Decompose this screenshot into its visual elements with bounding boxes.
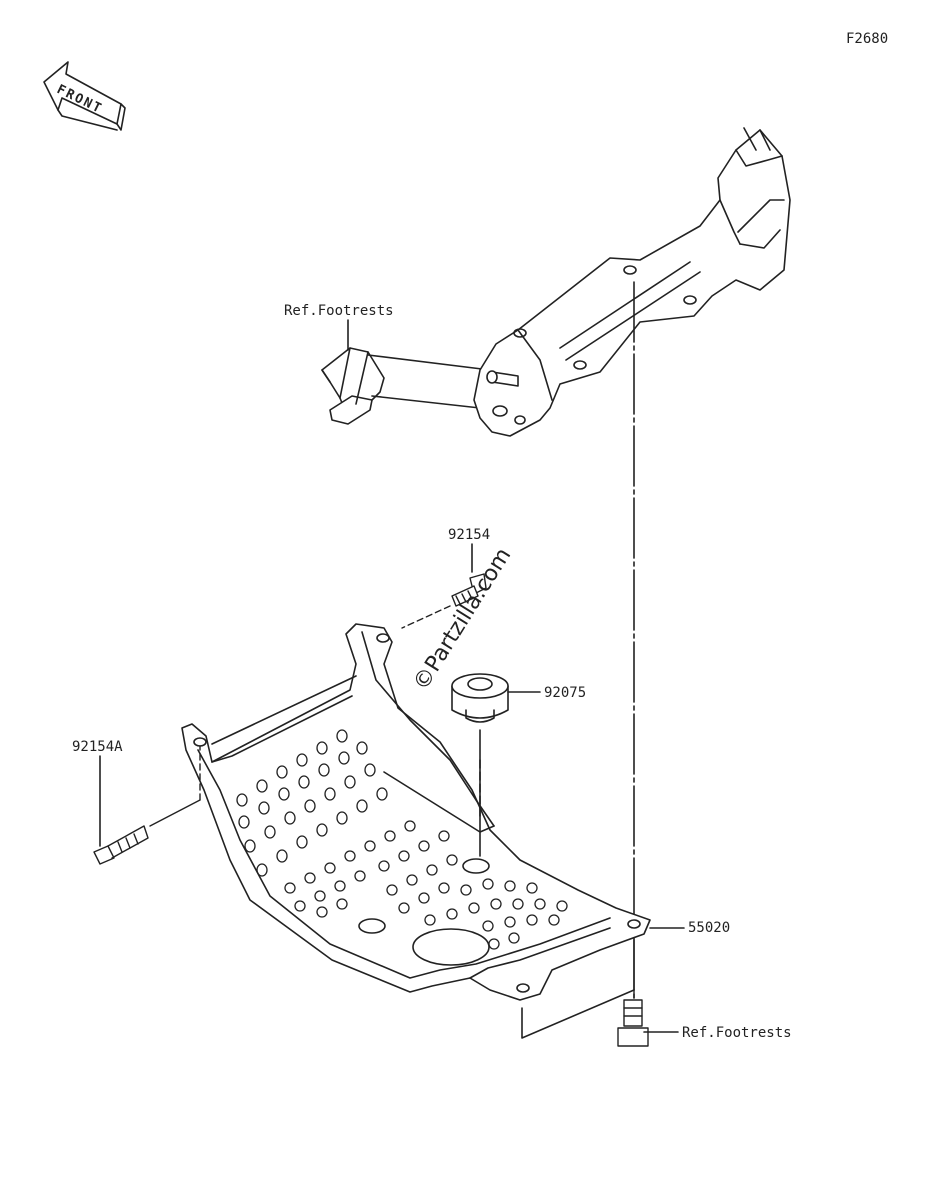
front-direction-arrow-icon [43,61,126,131]
label-ref-footrests-bottom: Ref.Footrests [682,1025,792,1041]
bolt-92154a [93,745,201,865]
label-92154a: 92154A [72,739,123,755]
label-ref-footrests-top: Ref.Footrests [284,303,394,319]
label-92075: 92075 [544,685,587,701]
bracket-leader [521,989,635,1039]
label-92154: 92154 [448,527,491,543]
figure-code: F2680 [846,31,889,47]
bolt-92154 [401,573,487,629]
damper-92075 [451,673,509,857]
skid-plate-guard [181,623,651,1001]
perforation-holes [236,729,568,950]
footrest-bracket-frame [321,127,791,437]
bolt-ref-footrests [617,939,649,1047]
label-55020: 55020 [688,920,731,936]
